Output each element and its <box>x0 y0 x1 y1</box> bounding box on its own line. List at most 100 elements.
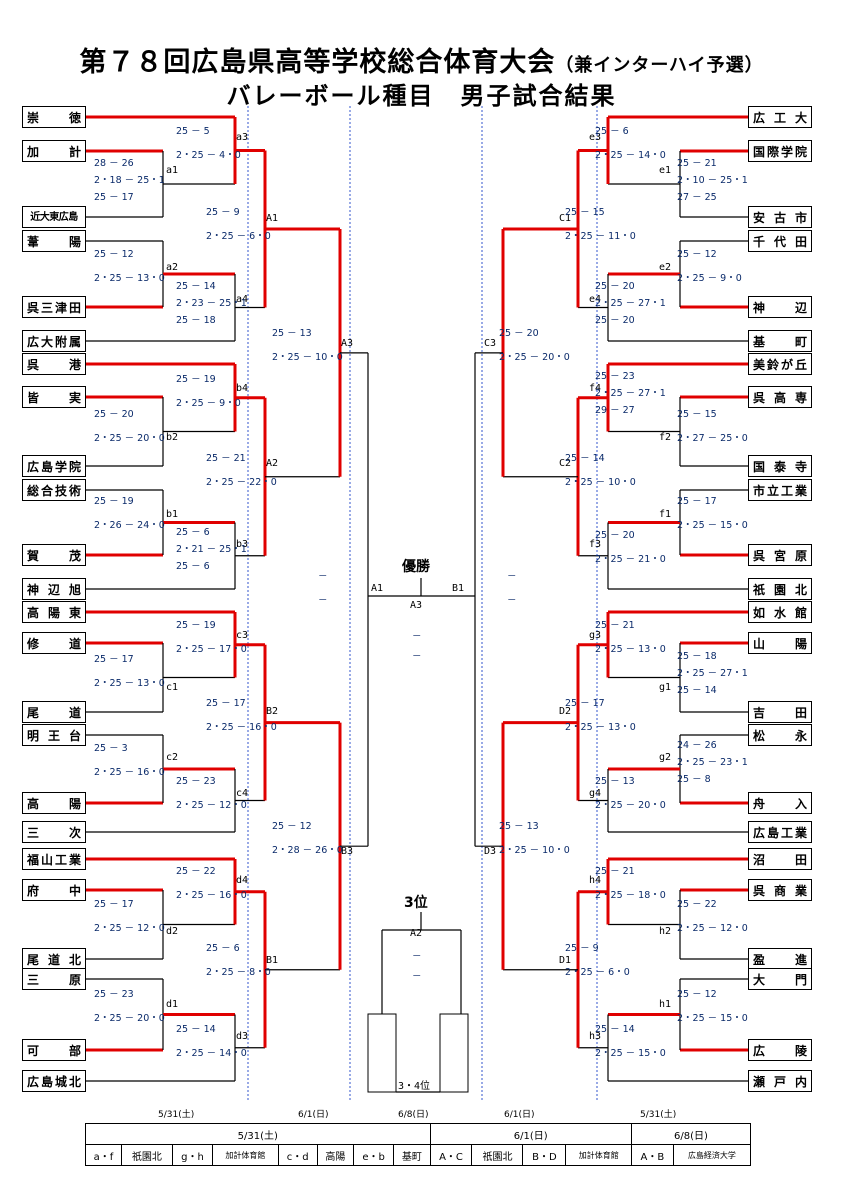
left-match-label: B1 <box>266 955 279 966</box>
right-team: 広島工業 <box>748 821 812 843</box>
left-match-score: 25 － 17 2・25 － 16・0 <box>206 698 277 733</box>
venue-cell: A・B <box>630 1144 674 1166</box>
right-match-label: h2 <box>659 926 672 937</box>
left-match-score: 25 － 21 2・25 － 22・0 <box>206 453 277 488</box>
left-team: 福山工業 <box>22 848 86 870</box>
right-match-label: g1 <box>659 682 672 693</box>
center-match-label: A1 <box>371 583 384 594</box>
right-match-score: 25 － 17 2・25 － 13・0 <box>565 698 636 733</box>
right-team: 美鈴が丘 <box>748 353 812 375</box>
left-match-score: 25 － 9 2・25 － 6・0 <box>206 207 271 242</box>
right-team: 大 門 <box>748 968 812 990</box>
center-match-label: A3 <box>410 600 423 611</box>
date-col-3: 6/8(日) <box>398 1110 429 1120</box>
left-match-score: 25 － 14 2・23 － 25・1 25 － 18 <box>176 281 247 326</box>
left-team: 高 陽 <box>22 792 86 814</box>
champion-label: 優勝 <box>402 559 430 575</box>
left-team: 葦 陽 <box>22 230 86 252</box>
left-team: 神辺旭 <box>22 578 86 600</box>
third-place-box <box>367 1013 397 1093</box>
venue-table: 5/31(土) 6/1(日) 6/8(日) a・f 祇園北 g・h 加計体育館 … <box>85 1123 752 1166</box>
right-team: 市立工業 <box>748 479 812 501</box>
venue-cell: g・h <box>171 1144 214 1166</box>
venue-cell: 高陽 <box>316 1144 355 1166</box>
left-team: 高陽東 <box>22 601 86 623</box>
right-match-score: 25 － 12 2・25 － 15・0 <box>677 989 748 1024</box>
venue-header-3: 6/8(日) <box>630 1123 752 1145</box>
right-team: 国泰寺 <box>748 455 812 477</box>
left-match-label: A1 <box>266 213 279 224</box>
left-match-score: 25 － 19 2・25 － 17・0 <box>176 620 247 655</box>
left-team: 近大東広島 <box>22 206 86 228</box>
right-match-label: e3 <box>589 132 602 143</box>
right-team: 山 陽 <box>748 632 812 654</box>
right-team: 盈 進 <box>748 948 812 970</box>
right-team: 沼 田 <box>748 848 812 870</box>
left-match-label: b4 <box>236 383 249 394</box>
center-match-label: A2 <box>410 928 423 939</box>
right-team: 呉高専 <box>748 386 812 408</box>
center-match-label: B1 <box>452 583 465 594</box>
left-team: 総合技術 <box>22 479 86 501</box>
date-col-4: 6/1(日) <box>504 1110 535 1120</box>
venue-header-2: 6/1(日) <box>429 1123 632 1145</box>
right-match-label: h4 <box>589 875 602 886</box>
right-match-label: f2 <box>659 432 672 443</box>
right-match-score: 25 － 15 2・25 － 11・0 <box>565 207 636 242</box>
left-match-label: A2 <box>266 458 279 469</box>
right-match-label: f4 <box>589 383 602 394</box>
left-match-score: 25 － 12 2・28 － 26・0 <box>272 821 343 856</box>
venue-cell: e・b <box>353 1144 395 1166</box>
right-match-label: g4 <box>589 788 602 799</box>
event-title: バレーボール種目 男子試合結果 <box>226 82 617 110</box>
third-place-box <box>439 1013 469 1093</box>
right-match-score: 25 － 21 2・25 － 13・0 <box>595 620 666 655</box>
right-match-label: e4 <box>589 294 602 305</box>
right-team: 如水館 <box>748 601 812 623</box>
left-match-label: c3 <box>236 630 249 641</box>
left-team: 賀 茂 <box>22 544 86 566</box>
left-team: 三 次 <box>22 821 86 843</box>
left-match-score: 25 － 5 2・25 － 4・0 <box>176 126 241 161</box>
left-match-score: 25 － 17 2・25 － 13・0 <box>94 654 165 689</box>
unplayed-score: － <box>412 951 422 962</box>
right-match-score: 25 － 6 2・25 － 14・0 <box>595 126 666 161</box>
left-match-score: 28 － 26 2・18 － 25・1 25 － 17 <box>94 158 165 203</box>
unplayed-score: － <box>318 595 328 606</box>
left-match-label: c4 <box>236 788 249 799</box>
right-match-score: 24 － 26 2・25 － 23・1 25 － 8 <box>677 740 748 785</box>
date-col-2: 6/1(日) <box>298 1110 329 1120</box>
title-main: 第７８回広島県高等学校総合体育大会 <box>79 47 556 78</box>
right-team: 国際学院 <box>748 140 812 162</box>
right-match-label: g3 <box>589 630 602 641</box>
right-team: 神 辺 <box>748 296 812 318</box>
right-match-label: g2 <box>659 752 672 763</box>
venue-cell: 加計体育館 <box>565 1144 632 1166</box>
left-match-score: 25 － 20 2・25 － 20・0 <box>94 409 165 444</box>
date-col-5: 5/31(土) <box>640 1110 677 1120</box>
unplayed-score: － <box>507 595 517 606</box>
left-match-label: d3 <box>236 1031 249 1042</box>
right-match-score: 25 － 13 2・25 － 20・0 <box>595 776 666 811</box>
left-match-score: 25 － 12 2・25 － 13・0 <box>94 249 165 284</box>
right-team: 松 永 <box>748 724 812 746</box>
right-match-label: f3 <box>589 539 602 550</box>
left-team: 皆 実 <box>22 386 86 408</box>
date-col-1: 5/31(土) <box>158 1110 195 1120</box>
right-match-score: 25 － 14 2・25 － 10・0 <box>565 453 636 488</box>
left-match-score: 25 － 17 2・25 － 12・0 <box>94 899 165 934</box>
left-match-score: 25 － 14 2・25 － 14・0 <box>176 1024 247 1059</box>
right-match-score: 25 － 21 2・10 － 25・1 27 － 25 <box>677 158 748 203</box>
left-team: 呉 港 <box>22 353 86 375</box>
left-team: 明王台 <box>22 724 86 746</box>
left-team: 呉三津田 <box>22 296 86 318</box>
right-team: 基 町 <box>748 330 812 352</box>
right-match-score: 25 － 21 2・25 － 18・0 <box>595 866 666 901</box>
left-team: 可 部 <box>22 1039 86 1061</box>
left-team: 三 原 <box>22 968 86 990</box>
left-team: 修 道 <box>22 632 86 654</box>
right-team: 千代田 <box>748 230 812 252</box>
left-team: 加 計 <box>22 140 86 162</box>
left-team: 府 中 <box>22 879 86 901</box>
